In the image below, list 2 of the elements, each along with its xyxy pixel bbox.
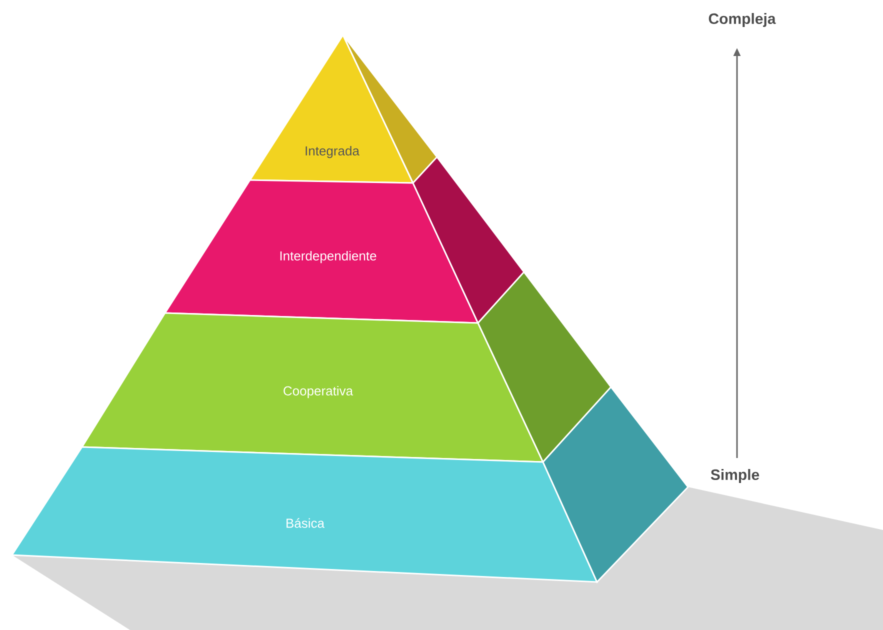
scale-label: Compleja bbox=[708, 13, 776, 27]
scale-label: Simple bbox=[710, 469, 760, 483]
